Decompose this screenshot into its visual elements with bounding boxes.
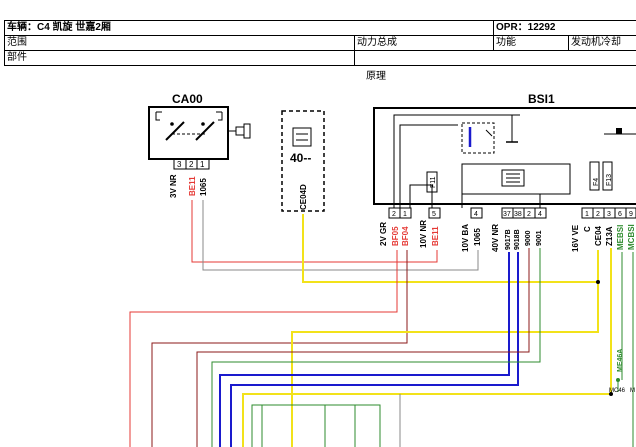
pin-label: 37 xyxy=(503,211,511,218)
wire-ce04d xyxy=(302,214,599,283)
wire-z13a xyxy=(242,248,612,447)
connector-16v-ve xyxy=(581,207,636,219)
ca00-switch-1 xyxy=(165,121,185,141)
ca00-switch-2 xyxy=(195,121,215,141)
ca00-body xyxy=(148,106,229,160)
connector-label: 16V VE xyxy=(571,224,580,252)
connector-label: 40V NR xyxy=(491,224,500,252)
pin-label: 6 xyxy=(618,211,622,218)
pin-label: 4 xyxy=(474,211,478,218)
pin-label: 2 xyxy=(527,211,531,218)
ca00-pin: 2 xyxy=(189,160,194,169)
ca00-contact-1 xyxy=(170,122,174,126)
fuse-label-f4: F4 xyxy=(593,178,600,186)
bsi1-title: BSI1 xyxy=(528,92,555,106)
connector-label: 2V GR xyxy=(379,222,388,246)
bsi1-relay xyxy=(461,122,495,154)
wire-label-9018b: 9018B xyxy=(514,229,521,250)
wires xyxy=(129,200,634,447)
ca00-pin: 1 xyxy=(200,160,205,169)
wire-ground-loop xyxy=(251,404,381,447)
wire-label-9001: 9001 xyxy=(536,230,543,246)
pin-label: 3 xyxy=(607,211,611,218)
pin-label: 1 xyxy=(585,211,589,218)
wire-9000 xyxy=(196,248,530,447)
key-icon xyxy=(235,126,245,136)
pin-label: 9 xyxy=(629,211,633,218)
ca00-pin: 3 xyxy=(177,160,182,169)
doc-type-label: 原理 xyxy=(366,70,386,82)
connector-label: 10V BA xyxy=(461,224,470,252)
wire-label-ce04: CE04 xyxy=(594,225,603,246)
ce04d-box xyxy=(281,110,325,212)
ca00-connector-label: 3V NR xyxy=(169,174,178,198)
wire-label-ce04d: CE04D xyxy=(299,184,308,210)
fuse-icon xyxy=(602,161,613,191)
fuse-icon xyxy=(589,161,600,191)
chip-icon xyxy=(501,169,525,187)
header-table: 车辆：C4 凯旋 世嘉2厢 OPR：12292 范围 动力总成 功能 发动机冷却… xyxy=(4,20,636,68)
fuse-label-f11: F11 xyxy=(430,176,437,188)
pin-label: 2 xyxy=(392,211,396,218)
fuse-icon xyxy=(426,171,438,193)
wire-label-be11: BE11 xyxy=(188,176,197,196)
bsi1-ecu-block xyxy=(461,163,571,195)
ca00-contact-2 xyxy=(201,122,205,126)
wire-9017b xyxy=(219,252,510,447)
wire-label-z13a: Z13A xyxy=(605,226,614,246)
wire-label-9017b: 9017B xyxy=(505,229,512,250)
ground-label-m: M xyxy=(630,388,635,394)
junction-dot xyxy=(596,280,600,284)
wire-label-1065: 1065 xyxy=(473,228,482,246)
ca00-bracket-right xyxy=(216,111,223,121)
wire-label-bf05: BF05 xyxy=(391,226,400,246)
wire-label-be11: BE11 xyxy=(431,226,440,246)
pin-label: 1 xyxy=(403,211,407,218)
ce04d-code: 40-- xyxy=(290,151,311,165)
junction-dot xyxy=(609,392,613,396)
pin-label: 5 xyxy=(432,211,436,218)
ca00-title: CA00 xyxy=(172,92,203,106)
connector-10v-nr xyxy=(428,207,441,219)
connector-label: 10V NR xyxy=(419,220,428,248)
ground-label-mc46: MC46 xyxy=(609,388,626,394)
wire-label-9000: 9000 xyxy=(525,230,532,246)
ca00-bracket-left xyxy=(155,111,162,121)
wire-label-1065: 1065 xyxy=(199,178,208,196)
wire-1065 xyxy=(202,200,479,271)
pin-label: 38 xyxy=(514,211,522,218)
wire-label-me46a: ME46A xyxy=(617,349,624,372)
wire-9018b xyxy=(230,252,519,447)
wire-label-bf04: BF04 xyxy=(401,226,410,246)
pin-label: 4 xyxy=(538,211,542,218)
wire-ce04-branch xyxy=(291,282,599,447)
wire-bf04 xyxy=(151,250,408,447)
connector-labels: 2V GR BF05 BF04 10V NR BE11 10V BA 1065 … xyxy=(379,220,636,252)
bsi1-body xyxy=(373,107,636,205)
bsi1-connectors: 2 1 5 4 37 38 2 4 1 2 3 6 9 xyxy=(388,207,636,219)
junction-dot xyxy=(616,378,620,382)
pin-label: 2 xyxy=(596,211,600,218)
wire-label-mebsi: MEBSI xyxy=(616,225,625,250)
wire-9001 xyxy=(211,248,541,447)
wire-label-mcbsi: MCBSI xyxy=(627,224,636,250)
ca00-component: CA00 3 2 1 3V NR BE11 1065 xyxy=(148,92,251,198)
ca00-key-head xyxy=(243,123,251,139)
ce04d-component: 40-- CE04D xyxy=(281,110,325,212)
fuse-label-f13: F13 xyxy=(606,174,613,186)
connector-icon xyxy=(292,127,312,147)
ca00-connector xyxy=(173,158,210,170)
wire-bf05 xyxy=(129,250,398,447)
wire-be11 xyxy=(191,200,438,263)
parts-label: 部件 xyxy=(4,50,355,66)
wire-label-c: C xyxy=(583,226,592,232)
bsi1-component: BSI1 F11 F4 F13 xyxy=(373,92,636,208)
connector-10v-ba xyxy=(470,207,483,219)
